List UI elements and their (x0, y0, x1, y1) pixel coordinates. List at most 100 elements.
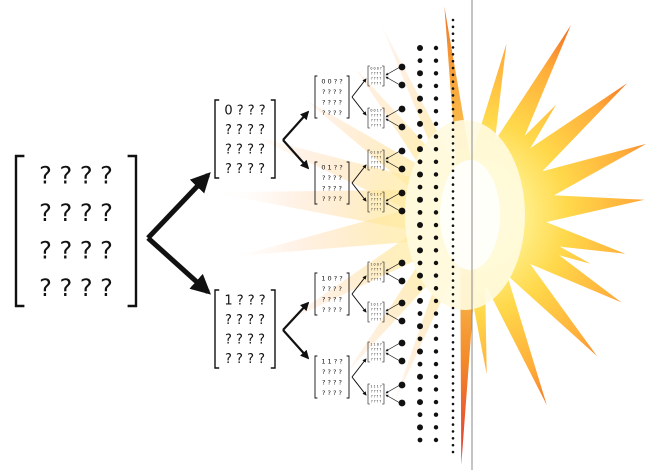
level3-matrix-1: 0 0 1 ?? ? ? ?? ? ? ?? ? ? ? (367, 107, 385, 129)
level3-arrow-in (385, 76, 401, 86)
dotted-line-dot (451, 354, 455, 358)
matrix-bracket-right (382, 191, 385, 213)
dense-dot (417, 373, 423, 380)
level1-arrow-down (282, 329, 310, 360)
dotted-line-dot (451, 340, 455, 344)
leaf-dot (398, 339, 406, 347)
dotted-line-dot (451, 251, 455, 255)
matrix-bracket-right (346, 75, 350, 119)
dense-dot (433, 235, 439, 240)
dense-dot (433, 58, 439, 63)
matrix-row: ? ? ? ? (371, 395, 381, 399)
matrix-bracket-right (382, 383, 385, 405)
matrix-bracket-left (314, 272, 318, 316)
dense-dot (417, 108, 423, 114)
matrix-bracket-right (382, 149, 385, 171)
dense-dot (433, 121, 439, 127)
level3-matrix-6: 1 1 0 ?? ? ? ?? ? ? ?? ? ? ? (367, 341, 385, 363)
matrix-bracket-right (346, 161, 350, 205)
dense-dot (417, 272, 423, 279)
matrix-row: ? ? ? ? (371, 198, 381, 202)
level2-matrix-2: 1 0 ? ?? ? ? ?? ? ? ?? ? ? ? (314, 272, 350, 316)
matrix-bracket-left (367, 107, 370, 129)
level3-arrow-in (385, 108, 401, 118)
dense-dot (417, 184, 423, 190)
matrix-row: 0 ? ? ? (224, 103, 265, 118)
dense-dot (433, 260, 439, 266)
dense-dot (433, 146, 439, 152)
dense-dot (417, 120, 423, 127)
matrix-row: ? ? ? ? (225, 313, 265, 328)
dense-dot (417, 260, 423, 266)
level2-arrow-up (351, 358, 367, 378)
dotted-line-dot (451, 217, 455, 221)
dense-dot (417, 196, 423, 203)
matrix-row: 0 0 0 ? (370, 67, 381, 71)
dotted-line-dot (451, 80, 455, 84)
matrix-bracket-left (367, 65, 370, 87)
dotted-line-dot (451, 128, 455, 132)
dense-dot (417, 222, 423, 229)
dotted-line-dot (451, 272, 455, 276)
matrix-row: ? ? ? ? (371, 278, 381, 282)
matrix-row: 1 0 1 ? (370, 303, 381, 307)
dotted-line-dot (451, 430, 455, 433)
level3-arrow-in (385, 272, 401, 282)
dense-dot (433, 210, 439, 215)
level3-arrow-in (385, 342, 401, 352)
matrix-row: 1 1 1 ? (370, 385, 381, 389)
dense-dot (417, 323, 423, 330)
dense-dot (433, 197, 439, 202)
level2-matrix-1: 0 1 ? ?? ? ? ?? ? ? ?? ? ? ? (314, 161, 350, 205)
leaf-dot (398, 259, 406, 267)
dotted-line-dot (451, 347, 455, 351)
level3-arrow-in (385, 394, 401, 404)
matrix-row: ? ? ? ? (322, 285, 342, 293)
dotted-line-dot (451, 39, 455, 42)
dotted-line-dot (451, 52, 455, 56)
matrix-row: ? ? ? ? (322, 195, 342, 203)
leaf-dot (398, 63, 406, 71)
dotted-line-dot (451, 114, 455, 118)
dotted-line-dot (451, 320, 455, 324)
dense-dot (433, 159, 439, 165)
matrix-row: ? ? ? ? (371, 273, 381, 277)
dotted-line-dot (451, 203, 455, 207)
dense-dot (433, 399, 439, 405)
matrix-row: ? ? ? ? (371, 161, 381, 165)
root-arrow-down (146, 236, 211, 295)
dense-dot (433, 83, 439, 89)
dense-dot (417, 58, 423, 64)
matrix-bracket-right (382, 107, 385, 129)
dotted-line-dot (451, 59, 455, 63)
leaf-dot (398, 207, 406, 215)
dotted-line-dot (451, 292, 455, 296)
dotted-line-dot (451, 327, 455, 330)
matrix-bracket-left (367, 191, 370, 213)
dotted-line-dot (451, 190, 455, 193)
matrix-row: ? ? ? ? (39, 274, 113, 302)
matrix-row: ? ? ? ? (371, 390, 381, 394)
matrix-bracket-left (14, 154, 25, 308)
dense-dot (433, 336, 439, 342)
matrix-row: ? ? ? ? (322, 368, 342, 376)
dotted-line-dot (451, 210, 455, 214)
dense-dot (433, 298, 439, 304)
level3-matrix-0: 0 0 0 ?? ? ? ?? ? ? ?? ? ? ? (367, 65, 385, 87)
leaf-dot (398, 81, 406, 89)
matrix-row: ? ? ? ? (39, 236, 113, 264)
leaf-dot (398, 299, 406, 307)
matrix-row: ? ? ? ? (225, 162, 265, 177)
matrix-row: ? ? ? ? (322, 379, 342, 387)
level3-arrow-in (385, 202, 401, 212)
dense-dot (417, 361, 423, 367)
dotted-line-dot (451, 135, 455, 138)
matrix-row: ? ? ? ? (371, 313, 381, 317)
matrix-row: ? ? ? ? (322, 389, 342, 397)
matrix-row: ? ? ? ? (371, 82, 381, 86)
matrix-row: ? ? ? ? (225, 352, 265, 367)
dotted-line-dot (451, 87, 455, 90)
matrix-row: ? ? ? ? (39, 161, 113, 189)
dotted-line-dot (451, 155, 455, 159)
